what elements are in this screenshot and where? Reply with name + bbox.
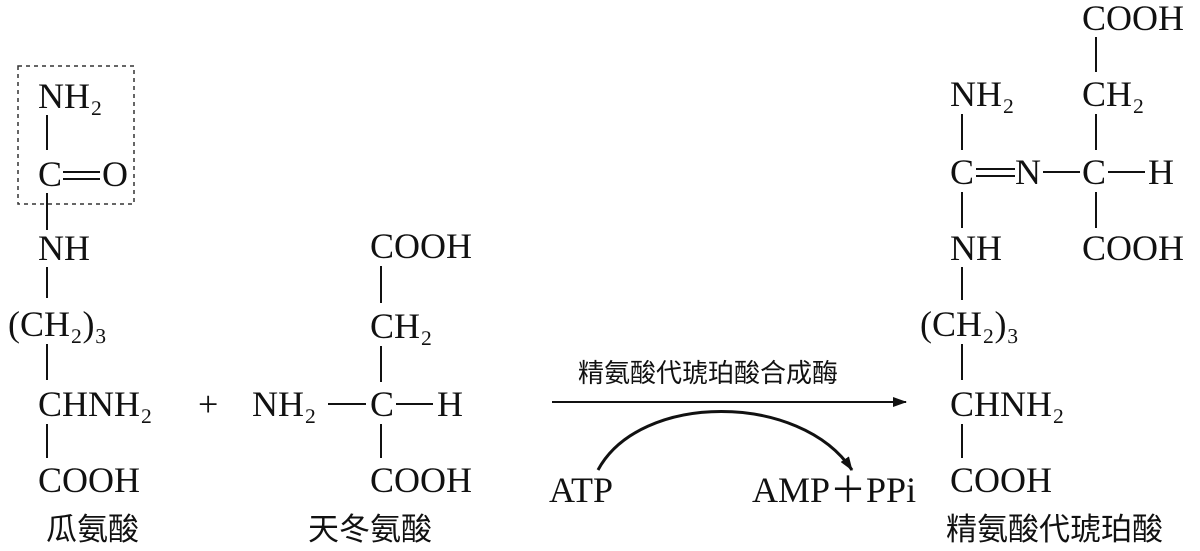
citrulline-structure: NH₂ C O NH (CH₂)₃ CHNH₂ COOH 瓜氨酸 [8, 65, 153, 548]
products-label: AMP＋PPi [752, 470, 916, 510]
product-succinyl-carbon: C [1082, 152, 1106, 192]
product-nitrogen: N [1015, 152, 1041, 192]
aspartate-nh2: NH₂ [252, 384, 317, 424]
atp-label: ATP [549, 470, 613, 510]
product-nh2: NH₂ [950, 74, 1015, 114]
argininosuccinate-structure: COOH CH₂ NH₂ C N C H COOH NH (CH₂)₃ CHNH… [920, 0, 1184, 548]
aspartate-cooh-top: COOH [370, 226, 472, 266]
product-ch2-chain: (CH₂)₃ [920, 304, 1019, 344]
product-ch2: CH₂ [1082, 74, 1145, 114]
cofactor-curved-arrow [596, 410, 854, 471]
reaction-arrow-group: 精氨酸代琥珀酸合成酶 ATP AMP＋PPi [549, 359, 916, 510]
product-cooh-mid: COOH [1082, 228, 1184, 268]
citrulline-nh: NH [38, 228, 90, 268]
carbamoyl-highlight-box [17, 65, 135, 205]
argininosuccinate-name: 精氨酸代琥珀酸 [946, 512, 1163, 548]
product-cooh-top: COOH [1082, 0, 1184, 38]
citrulline-oxygen: O [102, 154, 128, 194]
product-guanidino-carbon: C [950, 152, 974, 192]
aspartate-ch2: CH₂ [370, 306, 433, 346]
product-chnh2: CHNH₂ [950, 384, 1065, 424]
citrulline-carbon: C [38, 154, 62, 194]
plus-sign: + [198, 384, 218, 424]
aspartate-cooh-bottom: COOH [370, 460, 472, 500]
aspartate-h: H [437, 384, 463, 424]
citrulline-nh2: NH₂ [38, 76, 103, 116]
citrulline-cooh: COOH [38, 460, 140, 500]
citrulline-ch2-chain: (CH₂)₃ [8, 304, 107, 344]
enzyme-label: 精氨酸代琥珀酸合成酶 [578, 359, 838, 389]
aspartate-name: 天冬氨酸 [308, 512, 432, 548]
aspartate-structure: COOH CH₂ NH₂ C H COOH 天冬氨酸 [252, 226, 472, 548]
product-nh: NH [950, 228, 1002, 268]
aspartate-alpha-carbon: C [370, 384, 394, 424]
product-cooh-bottom: COOH [950, 460, 1052, 500]
citrulline-chnh2: CHNH₂ [38, 384, 153, 424]
citrulline-name: 瓜氨酸 [46, 512, 139, 548]
product-h: H [1148, 152, 1174, 192]
